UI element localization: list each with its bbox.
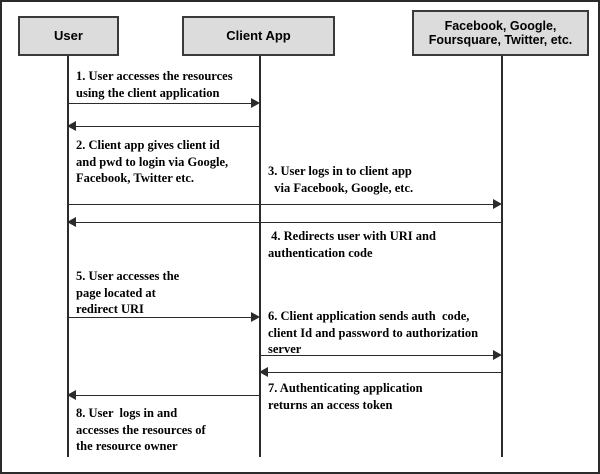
message-label-4: 4. Redirects user with URI and authentic… <box>268 229 436 260</box>
message-label-8: 8. User logs in and accesses the resourc… <box>76 406 206 453</box>
message-arrowhead-2 <box>67 121 76 131</box>
message-label-7: 7. Authenticating application returns an… <box>268 381 423 412</box>
message-arrowhead-8 <box>67 390 76 400</box>
message-label-3: 3. User logs in to client app via Facebo… <box>268 164 414 195</box>
message-label-6: 6. Client application sends auth code, c… <box>268 309 479 356</box>
message-arrowhead-3 <box>493 199 502 209</box>
message-line-8 <box>76 395 260 396</box>
message-line-7 <box>268 372 502 373</box>
participant-label-client-app: Client App <box>226 27 291 43</box>
message-line-1 <box>68 103 251 104</box>
participant-box-user[interactable]: User <box>18 16 119 56</box>
message-label-1: 1. User accesses the resources using the… <box>76 69 233 100</box>
lifeline-provider <box>501 56 503 457</box>
participant-label-provider: Facebook, Google, Foursquare, Twitter, e… <box>428 18 573 47</box>
message-line-2 <box>76 126 260 127</box>
message-arrowhead-6 <box>493 350 502 360</box>
message-arrowhead-7 <box>259 367 268 377</box>
message-arrowhead-5 <box>251 312 260 322</box>
participant-box-provider[interactable]: Facebook, Google, Foursquare, Twitter, e… <box>412 10 589 56</box>
message-label-2: 2. Client app gives client id and pwd to… <box>76 138 229 185</box>
message-line-4 <box>76 222 502 223</box>
message-arrowhead-1 <box>251 98 260 108</box>
lifeline-user <box>67 56 69 457</box>
lifeline-client-app <box>259 56 261 457</box>
participant-label-user: User <box>54 27 83 43</box>
message-arrowhead-4 <box>67 217 76 227</box>
participant-box-client-app[interactable]: Client App <box>182 16 335 56</box>
message-line-5 <box>68 317 251 318</box>
message-label-5: 5. User accesses the page located at red… <box>76 269 180 316</box>
message-line-3 <box>68 204 493 205</box>
message-line-6 <box>260 355 493 356</box>
